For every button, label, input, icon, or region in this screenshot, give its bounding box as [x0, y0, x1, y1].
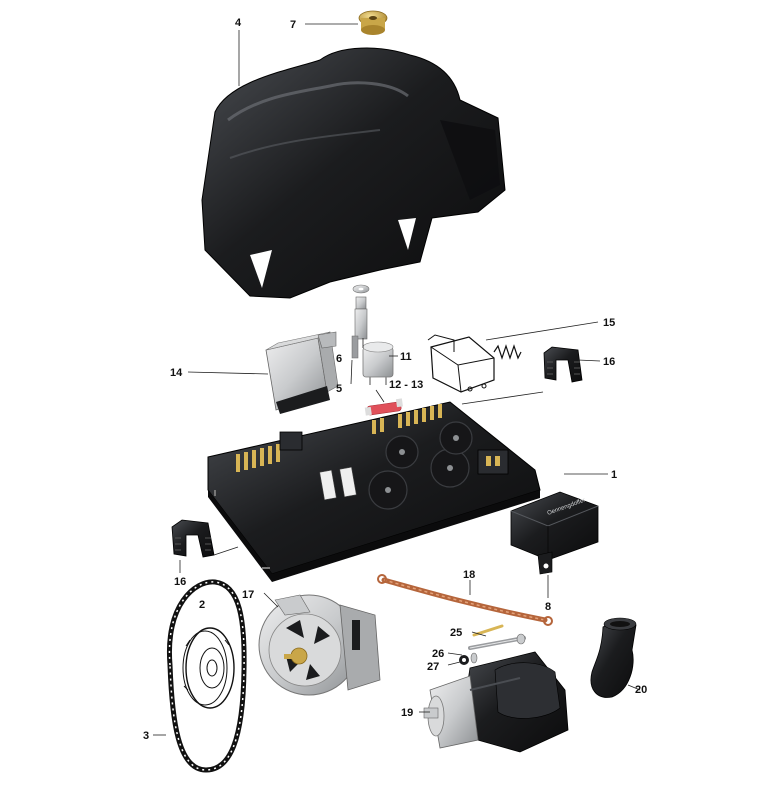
callout-15: 15 [603, 317, 615, 329]
rubber-boot-part [590, 617, 637, 698]
alternator-part [258, 594, 381, 696]
callout-1: 1 [611, 469, 617, 481]
clip-part-lower [171, 519, 215, 558]
callout-26: 26 [432, 648, 444, 660]
callout-4: 4 [235, 17, 242, 29]
callout-16-lower: 16 [174, 576, 186, 588]
callout-5: 5 [336, 383, 342, 395]
callout-2: 2 [199, 599, 205, 611]
clip-part-upper [543, 346, 583, 383]
fuse-part [364, 398, 403, 416]
callout-7: 7 [290, 19, 296, 31]
leader-lines [153, 23, 641, 736]
grommet-part [358, 10, 388, 35]
callout-19: 19 [401, 707, 413, 719]
black-relay-part: Oennengdoffer [510, 491, 599, 575]
washer-bolt-part [351, 284, 370, 359]
callout-3: 3 [143, 730, 149, 742]
starter-motor-part [423, 651, 569, 753]
fan-belt-part [166, 579, 247, 773]
spring-relay-part [427, 334, 522, 393]
callout-6: 6 [336, 353, 342, 365]
callout-labels: 4 7 6 11 5 12 - 13 14 15 16 1 16 18 8 17… [143, 17, 647, 742]
callout-8: 8 [545, 601, 551, 613]
relay-module-part [265, 331, 339, 414]
bolt-set-part [459, 624, 526, 665]
callout-16-upper: 16 [603, 356, 615, 368]
callout-17: 17 [242, 589, 254, 601]
ground-strap-part [377, 574, 553, 626]
cover-part [201, 47, 506, 299]
callout-27: 27 [427, 661, 439, 673]
pulley-part [182, 627, 235, 709]
fuse-box-base-part [207, 401, 541, 582]
callout-25: 25 [450, 627, 462, 639]
callout-11: 11 [400, 351, 412, 363]
relay-can-part [362, 341, 394, 385]
callout-20: 20 [635, 684, 647, 696]
callout-12-13: 12 - 13 [389, 379, 423, 391]
callout-14: 14 [170, 367, 183, 379]
callout-18: 18 [463, 569, 475, 581]
